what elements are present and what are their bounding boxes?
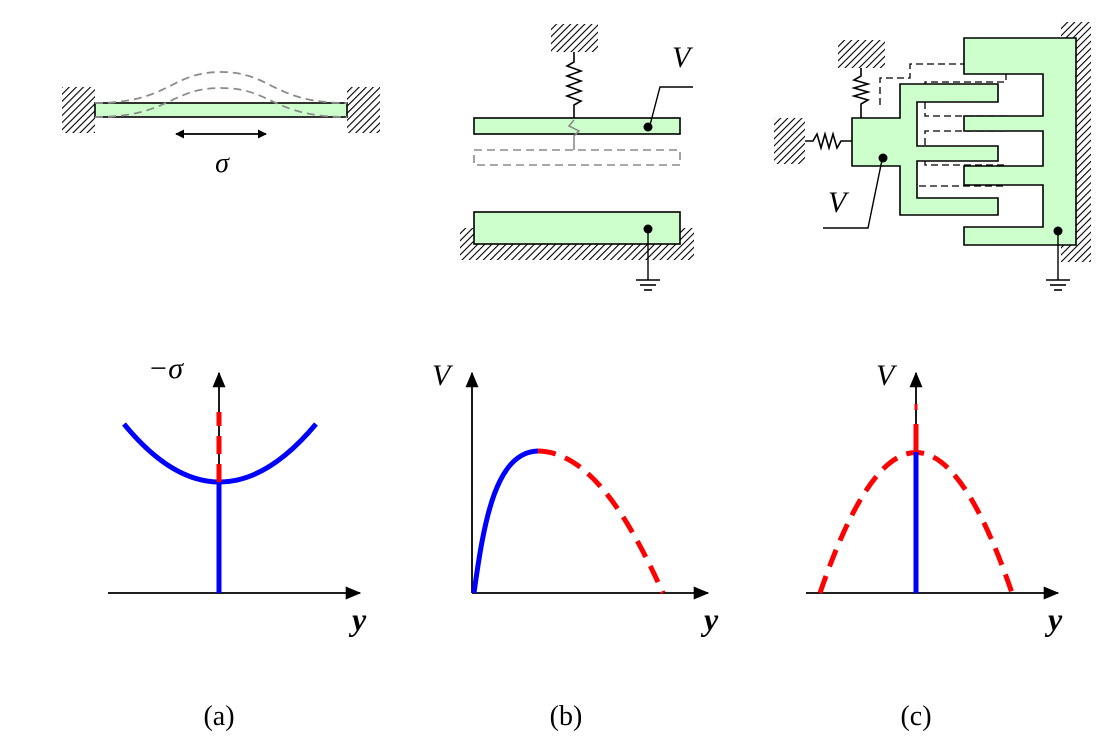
plot-a: −σ y	[108, 352, 367, 637]
plot-a-y-label: −σ	[148, 352, 184, 385]
plot-b-stable-curve	[471, 448, 539, 594]
voltage-leader	[649, 86, 693, 126]
ground-icon	[1046, 279, 1070, 291]
ground-icon	[636, 279, 660, 291]
spring-anchor-top-hatch	[838, 40, 885, 68]
buckled-mode-1	[94, 71, 348, 104]
panel-a-beam: σ	[62, 71, 380, 179]
deflected-plate-outline	[473, 149, 681, 166]
label-sigma: σ	[215, 148, 230, 179]
left-anchor-hatch	[62, 87, 95, 133]
movable-comb	[851, 83, 999, 216]
panel-b-plate: V	[460, 24, 694, 291]
caption-a: (a)	[203, 701, 234, 732]
spring-anchor-left-hatch	[774, 118, 805, 164]
plot-c-y-label: V	[876, 359, 898, 392]
spring	[564, 52, 584, 118]
caption-b: (b)	[550, 701, 583, 732]
spring-horizontal	[805, 131, 852, 151]
panel-c-comb: V	[774, 22, 1091, 291]
spring-vertical	[851, 68, 871, 118]
caption-c: (c)	[900, 701, 931, 732]
fixed-comb	[963, 37, 1077, 246]
plot-c: V y	[806, 359, 1063, 637]
label-V-b: V	[672, 41, 694, 74]
voltage-leader-c	[823, 159, 883, 229]
plot-a-x-label: y	[348, 601, 367, 637]
plot-c-x-label: y	[1044, 601, 1063, 637]
plot-b: V y	[432, 359, 719, 637]
voltage-node-c	[878, 153, 888, 163]
spring-ghost	[567, 119, 581, 150]
plot-b-y-label: V	[432, 359, 454, 392]
label-V-c: V	[828, 186, 850, 219]
voltage-node	[643, 122, 653, 132]
spring-anchor-hatch	[551, 24, 598, 52]
beam	[94, 102, 348, 118]
buckled-mode-2	[94, 87, 348, 118]
right-anchor-hatch	[347, 87, 380, 133]
plot-b-unstable-curve	[537, 448, 666, 595]
plot-b-x-label: y	[700, 601, 719, 637]
